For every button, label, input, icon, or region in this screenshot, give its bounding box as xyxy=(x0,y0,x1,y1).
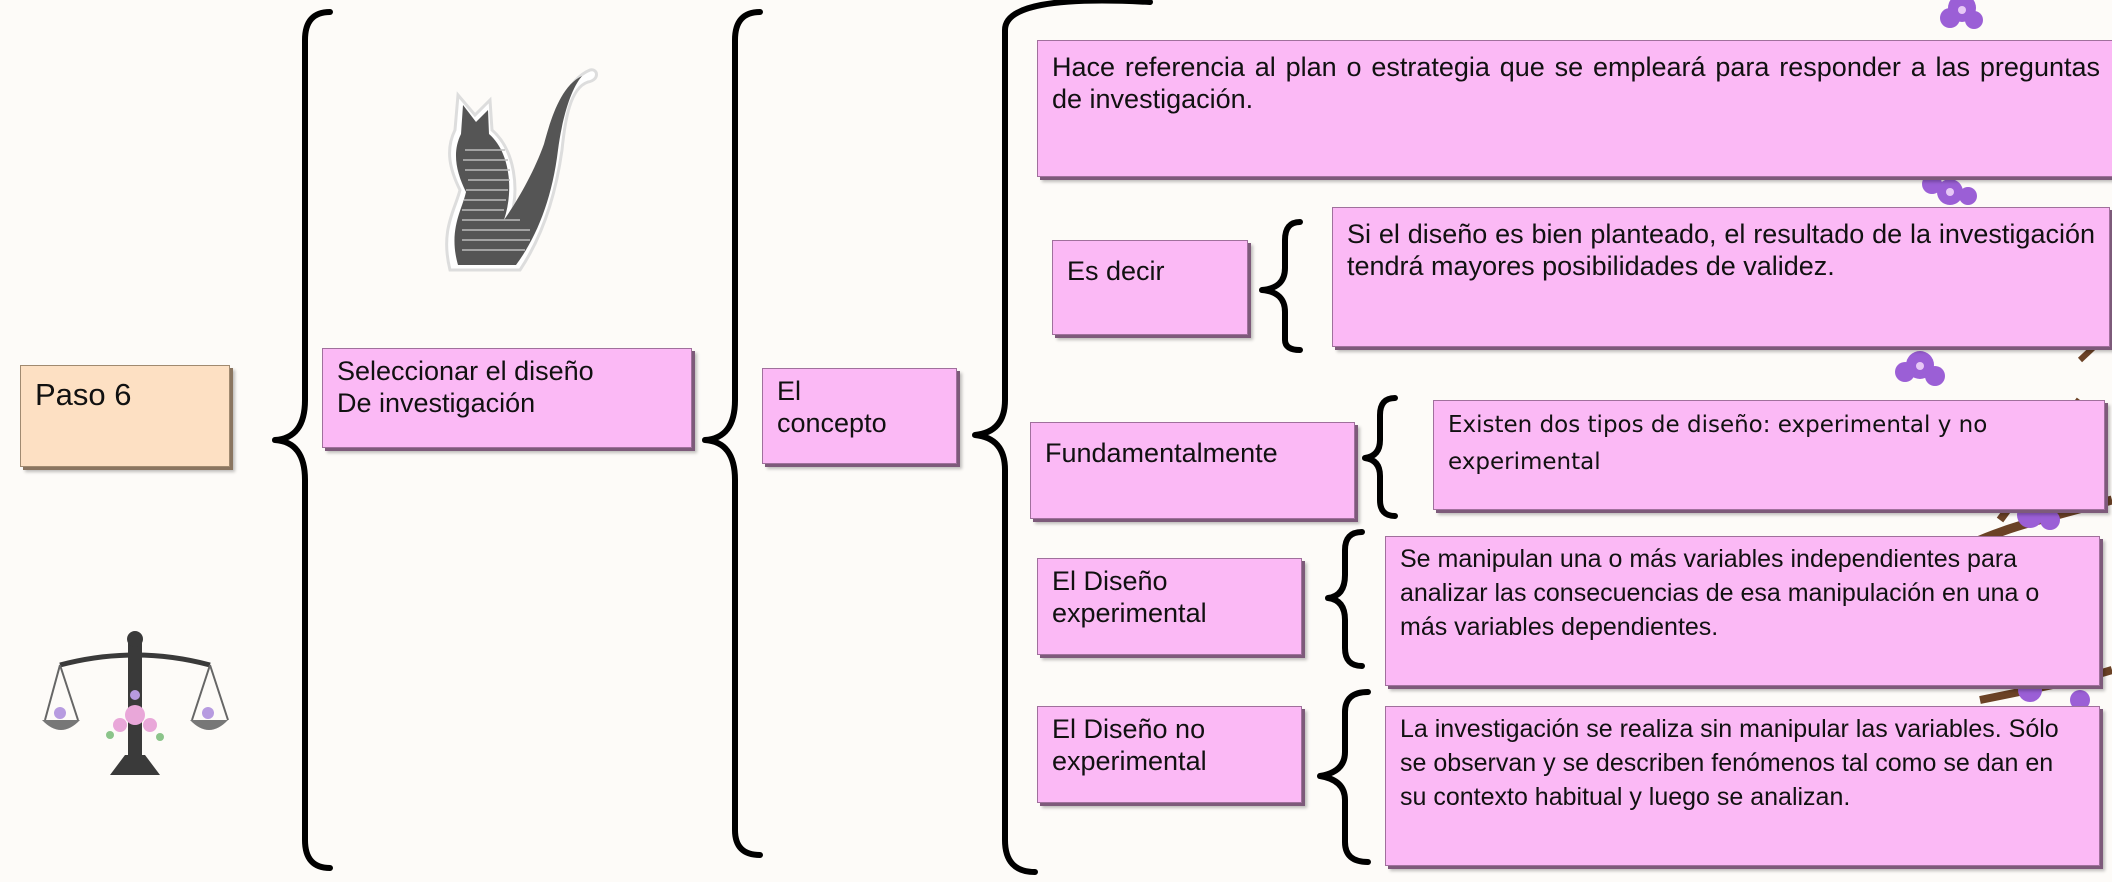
scale-of-justice-icon xyxy=(42,631,229,775)
node-fundamentalmente: Fundamentalmente xyxy=(1030,422,1355,519)
node-diseno-experimental: El Diseño experimental xyxy=(1037,558,1302,655)
brace-no-experimental xyxy=(1317,689,1371,865)
node-seleccionar-diseno: Seleccionar el diseño De investigación xyxy=(322,348,692,448)
node-fundamentalmente-text: Existen dos tipos de diseño: experimenta… xyxy=(1433,400,2105,510)
node-concepto: El concepto xyxy=(762,368,957,464)
node-paso-6: Paso 6 xyxy=(20,365,230,467)
node-diseno-no-experimental-text: La investigación se realiza sin manipula… xyxy=(1385,706,2100,866)
brace-experimental xyxy=(1325,529,1365,669)
node-es-decir-text: Si el diseño es bien planteado, el resul… xyxy=(1332,207,2110,347)
cat-silhouette-icon xyxy=(445,68,598,272)
brace-level-1 xyxy=(272,9,333,871)
brace-level-2 xyxy=(702,9,763,858)
node-diseno-no-experimental: El Diseño no experimental xyxy=(1037,706,1302,803)
brace-level-3 xyxy=(972,0,1153,875)
node-diseno-experimental-text: Se manipulan una o más variables indepen… xyxy=(1385,536,2100,686)
node-es-decir: Es decir xyxy=(1052,240,1248,335)
node-definicion: Hace referencia al plan o estrategia que… xyxy=(1037,40,2112,177)
brace-es-decir xyxy=(1259,219,1303,353)
brace-fundamentalmente xyxy=(1362,395,1398,519)
